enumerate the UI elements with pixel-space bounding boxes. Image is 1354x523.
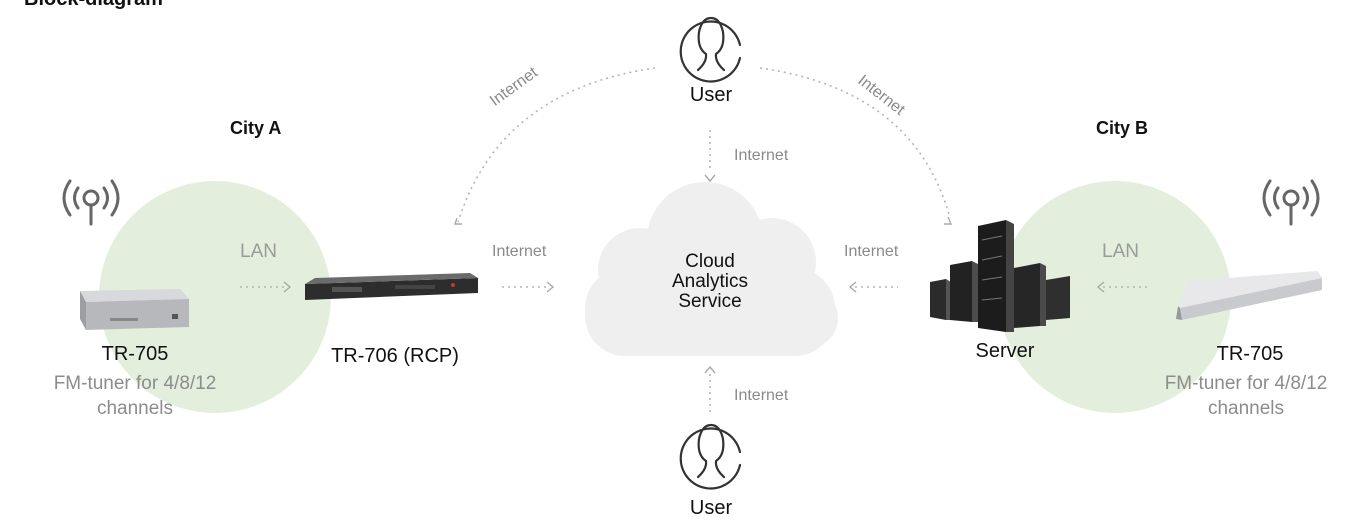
cloud-icon [585, 182, 838, 356]
tr705-b-description: FM-tuner for 4/8/12 channels [1138, 371, 1354, 421]
internet-server-label: Internet [844, 243, 899, 260]
cloud-service-label: Cloud Analytics Service [640, 252, 780, 312]
cloud-line-1: Cloud [685, 251, 735, 272]
server-rack-icon [930, 220, 1070, 332]
tr705-device-b [1176, 271, 1322, 320]
arrowhead-user-bottom [704, 365, 716, 374]
tr705-a-desc-line2: channels [96, 398, 174, 419]
internet-rcp-label: Internet [492, 243, 547, 260]
page-title: Block-diagram [24, 0, 163, 11]
tr706-device [305, 273, 478, 300]
arrowhead-arc-left [454, 217, 462, 225]
cloud-line-2: Analytics [671, 271, 749, 292]
arrowhead-lan-b [1096, 281, 1105, 293]
tr705-a-name: TR-705 [101, 343, 169, 365]
tr705-device-a [80, 289, 189, 330]
internet-user-bottom-label: Internet [734, 387, 789, 404]
cloud-line-3: Service [678, 291, 742, 312]
city-b-circle [999, 181, 1231, 413]
tr705-b-desc-line1: FM-tuner for 4/8/12 [1164, 373, 1328, 394]
arc-left [457, 67, 656, 223]
tr705-a-description: FM-tuner for 4/8/12 channels [20, 371, 250, 421]
arc-right [759, 67, 951, 219]
lan-b-label: LAN [1102, 241, 1139, 262]
internet-user-top-label: Internet [734, 147, 789, 164]
tr705-b-desc-line2: channels [1207, 398, 1285, 419]
antenna-icon [62, 179, 120, 226]
arrowhead-internet-rcp [546, 281, 555, 293]
city-a-label: City A [230, 118, 282, 138]
user-top-label: User [689, 84, 733, 106]
lan-a-label: LAN [240, 241, 277, 262]
arrowhead-arc-right [944, 216, 953, 225]
city-b-label: City B [1096, 118, 1149, 138]
arrowhead-internet-server [848, 281, 857, 293]
city-a-circle [99, 181, 331, 413]
user-icon [679, 423, 742, 490]
tr705-b-name: TR-705 [1216, 343, 1284, 365]
tr705-a-desc-line1: FM-tuner for 4/8/12 [53, 373, 217, 394]
tr706-name: TR-706 (RCP) [331, 345, 459, 367]
server-name: Server [975, 340, 1035, 362]
antenna-icon [1262, 179, 1320, 226]
user-icon [679, 16, 742, 83]
user-bottom-label: User [689, 497, 733, 519]
arrowhead-user-top [704, 174, 716, 183]
arrowhead-lan-a [283, 281, 292, 293]
